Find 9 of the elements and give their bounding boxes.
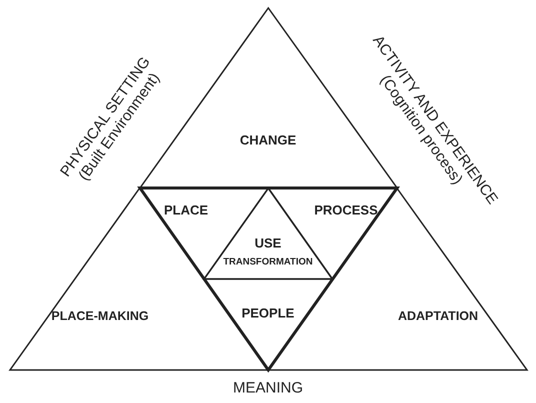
region-label: USE [254, 236, 282, 250]
region-label: CHANGE [240, 134, 296, 146]
region-label: PEOPLE [242, 306, 294, 320]
region-label: PROCESS [314, 204, 378, 216]
region-label: PLACE-MAKING [51, 310, 149, 322]
region-label: TRANSFORMATION [223, 257, 313, 267]
region-label: ADAPTATION [398, 310, 478, 322]
region-label: PLACE [164, 204, 208, 216]
base-label: MEANING [232, 379, 304, 397]
